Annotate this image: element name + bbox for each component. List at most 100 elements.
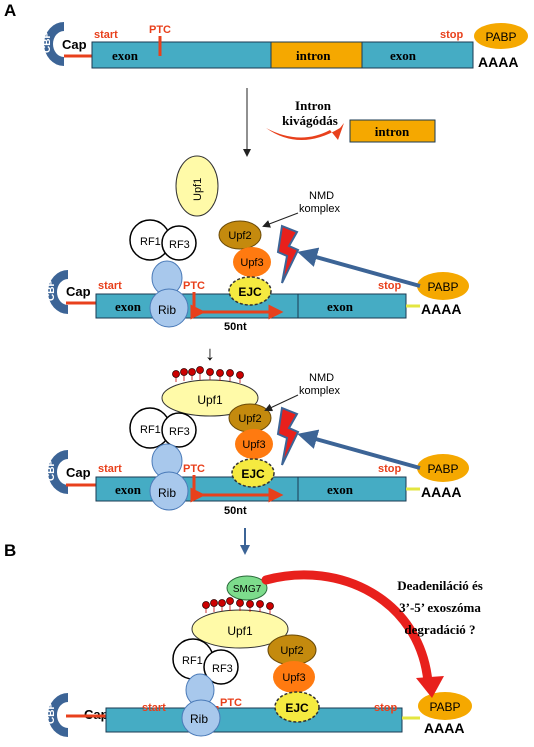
rib-label: Rib	[190, 712, 208, 726]
exon-2-label: exon	[390, 48, 417, 63]
nmd-label-line-1: NMD	[309, 372, 334, 384]
stop-label: stop	[440, 29, 464, 41]
rf3-shape	[203, 649, 239, 685]
rf3-label: RF3	[169, 239, 190, 251]
degradation-line-1: Deadeniláció és	[397, 578, 483, 593]
rf3-label: RF3	[212, 663, 233, 675]
start-label: start	[98, 463, 122, 475]
degradation-line-3: degradáció ?	[404, 622, 475, 637]
polya-label: AAAA	[424, 720, 464, 736]
ejc-label: EJC	[285, 701, 309, 715]
pabp-shape	[418, 692, 472, 720]
ejc-label: EJC	[241, 467, 265, 481]
curved-red-arrow-icon	[261, 570, 433, 687]
rf1-label: RF1	[140, 236, 161, 248]
exon-1-label: exon	[115, 482, 142, 497]
cbp-shape: CBP	[46, 270, 68, 314]
cbp-label: CBP	[46, 703, 57, 724]
exon-1-label: exon	[115, 299, 142, 314]
stop-label: stop	[378, 280, 402, 292]
stop-label: stop	[378, 463, 402, 475]
mrna-row-2: CBP Cap exon exon start PTC stop PABP AA…	[46, 155, 469, 333]
nmd-label-line-2: komplex	[299, 385, 340, 397]
stop-label: stop	[374, 702, 398, 714]
pabp-label: PABP	[427, 280, 458, 294]
ptc-label: PTC	[183, 463, 205, 475]
nmd-pointer	[262, 212, 299, 228]
upf3-label: Upf3	[240, 257, 263, 269]
panel-label-a: A	[4, 1, 16, 20]
ptc-label: PTC	[149, 24, 171, 36]
exon-2-label: exon	[327, 482, 354, 497]
rib-label: Rib	[158, 486, 176, 500]
smg7-label: SMG7	[233, 584, 262, 595]
curved-red-arrow-head	[416, 676, 444, 698]
nmd-label-line-1: NMD	[309, 190, 334, 202]
splicing-line-2: kivágódás	[282, 113, 338, 128]
start-label: start	[98, 280, 122, 292]
cbp-shape: CBP	[46, 450, 68, 494]
excised-intron-box	[349, 119, 436, 143]
polya-label: AAAA	[421, 301, 461, 317]
upf2-shape	[218, 220, 262, 250]
ejc-shape	[231, 458, 275, 488]
cbp-shape: CBP	[46, 693, 68, 737]
pabp-label: PABP	[429, 700, 460, 714]
cbp-label: CBP	[46, 460, 57, 481]
exon-2-segment	[361, 41, 474, 69]
nmd-label-line-2: komplex	[299, 203, 340, 215]
mrna-row-1: CBP Cap exon intron exon start PTC stop …	[42, 22, 528, 70]
curved-red-arrow-icon	[266, 123, 344, 140]
cbp-shape: CBP	[42, 22, 64, 66]
upf3-shape	[273, 661, 315, 693]
phosphate-markers	[202, 597, 274, 614]
phosphate-markers	[172, 366, 244, 383]
upf3-shape	[233, 247, 271, 277]
rf3-shape	[161, 412, 197, 448]
cap-label: Cap	[66, 284, 91, 299]
blue-arrow-icon	[297, 247, 421, 288]
cap-label: Cap	[62, 37, 87, 52]
ejc-shape	[274, 691, 320, 723]
upf3-shape	[235, 429, 273, 459]
exon-2-label: exon	[327, 299, 354, 314]
ejc-label: EJC	[238, 285, 262, 299]
pabp-label: PABP	[485, 30, 516, 44]
cbp-label: CBP	[46, 280, 57, 301]
panel-label-b: B	[4, 541, 16, 560]
polya-label: AAAA	[478, 54, 518, 70]
pabp-shape	[417, 272, 469, 300]
ribosome-large	[149, 471, 189, 511]
excised-intron-label: intron	[375, 124, 410, 139]
rf3-label: RF3	[169, 426, 190, 438]
start-label: start	[142, 702, 166, 714]
smg7-shape	[226, 575, 268, 601]
ptc-label: PTC	[183, 280, 205, 292]
upf2-label: Upf2	[228, 230, 251, 242]
mrna-row-4: CBP Cap start PTC stop PABP AAAA SMG7 Up…	[46, 570, 472, 737]
blue-arrow-icon	[297, 429, 421, 470]
cap-label: Cap	[66, 465, 91, 480]
intron-segment	[270, 41, 363, 69]
distance-label: 50nt	[224, 505, 247, 517]
ribosome-large	[181, 699, 221, 737]
rib-label: Rib	[158, 303, 176, 317]
nmd-pointer	[264, 394, 299, 412]
pabp-label: PABP	[427, 462, 458, 476]
upf1-label: Upf1	[227, 624, 253, 638]
intron-label: intron	[296, 48, 331, 63]
start-label: start	[94, 29, 118, 41]
lightning-icon	[276, 224, 300, 284]
upf2-label: Upf2	[238, 413, 261, 425]
degradation-line-2: 3’-5’ exoszóma	[399, 600, 481, 615]
ribosome-large	[149, 288, 189, 328]
pabp-shape	[417, 454, 469, 482]
upf1-shape	[175, 155, 219, 217]
down-arrow-2: ↓	[205, 343, 215, 365]
ptc-label: PTC	[220, 697, 242, 709]
mrna-row-3: CBP Cap exon exon start PTC stop PABP AA…	[46, 366, 469, 517]
splicing-line-1: Intron	[295, 98, 332, 113]
rf3-shape	[161, 225, 197, 261]
rf1-label: RF1	[140, 424, 161, 436]
